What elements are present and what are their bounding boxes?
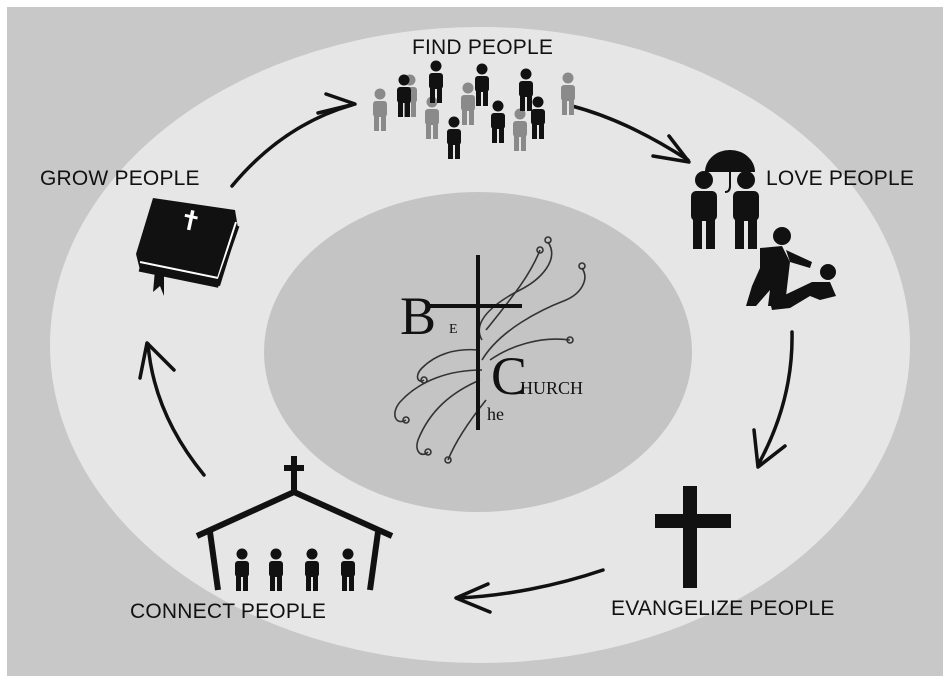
church-icon	[195, 456, 394, 591]
arrow-find-to-love	[570, 104, 690, 162]
bible-icon	[136, 198, 240, 296]
logo-letter-e: E	[449, 322, 458, 337]
helping-hand-icon	[746, 227, 836, 310]
arrow-grow-to-find	[230, 103, 354, 188]
label-find-people: FIND PEOPLE	[412, 36, 554, 59]
logo-cross	[430, 255, 522, 430]
arrowhead-connect-to-grow	[138, 341, 176, 380]
logo-text-hurch: HURCH	[520, 378, 583, 398]
label-connect-people: CONNECT PEOPLE	[130, 600, 327, 623]
cross-icon	[655, 486, 731, 588]
logo-letter-c: C	[491, 346, 527, 406]
arrowhead-find-to-love	[651, 134, 691, 164]
label-grow-people: GROW PEOPLE	[40, 167, 200, 190]
umbrella-people-icon	[691, 150, 759, 249]
logo-letter-b: B	[400, 286, 436, 346]
arrowhead-grow-to-find	[316, 92, 357, 115]
logo-flourish	[394, 236, 586, 464]
arrowhead-love-to-evangelize	[752, 428, 787, 469]
arrow-evangelize-to-connect	[456, 568, 605, 600]
logo-text-he: he	[487, 404, 504, 424]
label-love-people: LOVE PEOPLE	[766, 167, 915, 190]
arrowhead-evangelize-to-connect	[454, 582, 492, 614]
arrow-love-to-evangelize	[756, 330, 794, 467]
label-evangelize-people: EVANGELIZE PEOPLE	[611, 597, 835, 620]
arrow-connect-to-grow	[146, 342, 206, 477]
